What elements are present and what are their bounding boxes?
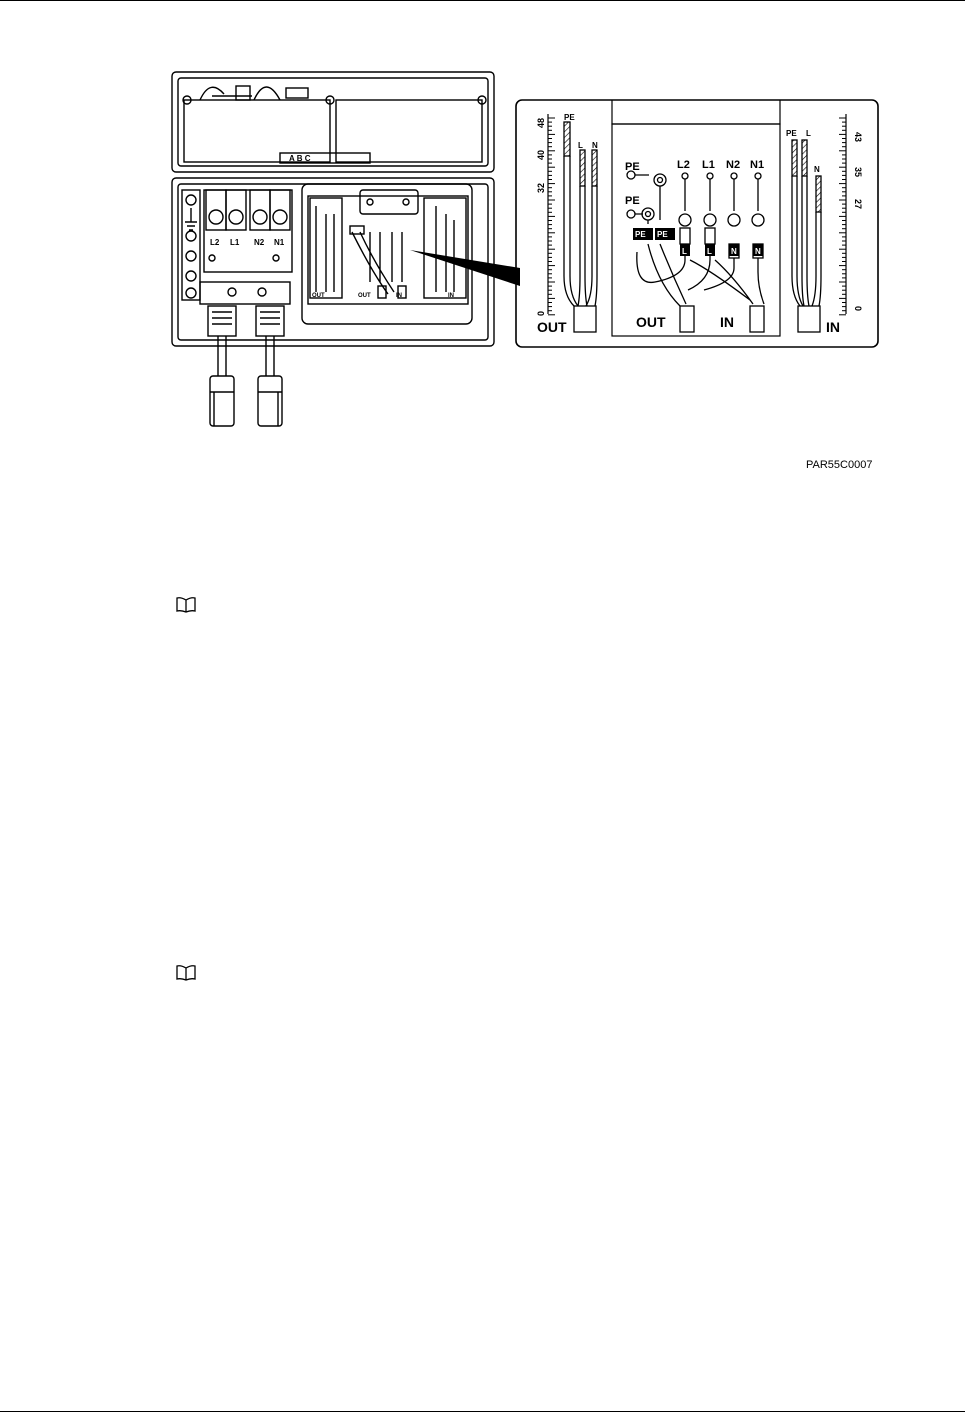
- terminal-pe-top: PE: [625, 161, 640, 173]
- callout-pointer: [410, 250, 520, 286]
- in-tick-43: 43: [853, 132, 863, 142]
- term-box-l-2-text: L: [707, 247, 712, 256]
- out-tick-40: 40: [536, 150, 546, 160]
- in-tick-0: 0: [853, 306, 863, 311]
- in-wire-pe: PE: [786, 129, 797, 138]
- out-tick-32: 32: [536, 183, 546, 193]
- callout-in-center: IN: [720, 314, 734, 330]
- term-box-l-1-text: L: [682, 247, 687, 256]
- in-wire-n: N: [814, 165, 820, 174]
- terminal-l1: L1: [702, 159, 715, 171]
- callout-out-center: OUT: [636, 314, 666, 330]
- term-label-l2: L2: [210, 238, 220, 247]
- term-label-l1: L1: [230, 238, 240, 247]
- terminal-l2: L2: [677, 159, 690, 171]
- callout-in-right: IN: [826, 319, 840, 335]
- in-tick-27: 27: [853, 199, 863, 209]
- book-note-icon: [175, 596, 197, 614]
- mini-out-left: OUT: [312, 293, 325, 299]
- pe-box-1-text: PE: [635, 230, 646, 239]
- pe-box-2-text: PE: [657, 230, 668, 239]
- out-wire-n: N: [592, 141, 598, 150]
- out-wire-l: L: [578, 141, 583, 150]
- book-note-icon: [175, 964, 197, 982]
- term-label-n1: N1: [274, 238, 285, 247]
- term-box-n-1-text: N: [731, 247, 737, 256]
- device-cover: [172, 72, 494, 172]
- term-label-n2: N2: [254, 238, 265, 247]
- in-wire-l: L: [806, 129, 811, 138]
- terminal-n2: N2: [726, 159, 740, 171]
- term-box-n-2-text: N: [755, 247, 761, 256]
- figure-id: PAR55C0007: [806, 459, 872, 471]
- out-wire-pe: PE: [564, 113, 575, 122]
- terminal-pe-lower: PE: [625, 195, 640, 207]
- in-tick-35: 35: [853, 167, 863, 177]
- mini-in-center: IN: [396, 293, 402, 299]
- in-ruler-ticks: [839, 118, 846, 315]
- wiring-figure: A B C L2 L1 N2 N1 OUT OUT IN IN 48 40 32…: [0, 0, 965, 440]
- mini-out-center: OUT: [358, 293, 371, 299]
- out-tick-48: 48: [536, 118, 546, 128]
- wiring-diagram: A B C L2 L1 N2 N1 OUT OUT IN IN 48 40 32…: [0, 0, 965, 440]
- mini-in-right: IN: [448, 293, 454, 299]
- callout-out-left: OUT: [537, 319, 567, 335]
- terminal-n1: N1: [750, 159, 764, 171]
- out-ruler-ticks: [548, 118, 555, 315]
- footer-rule: [0, 1411, 965, 1412]
- out-tick-0: 0: [536, 311, 546, 316]
- label-strip-text: A B C: [289, 154, 311, 163]
